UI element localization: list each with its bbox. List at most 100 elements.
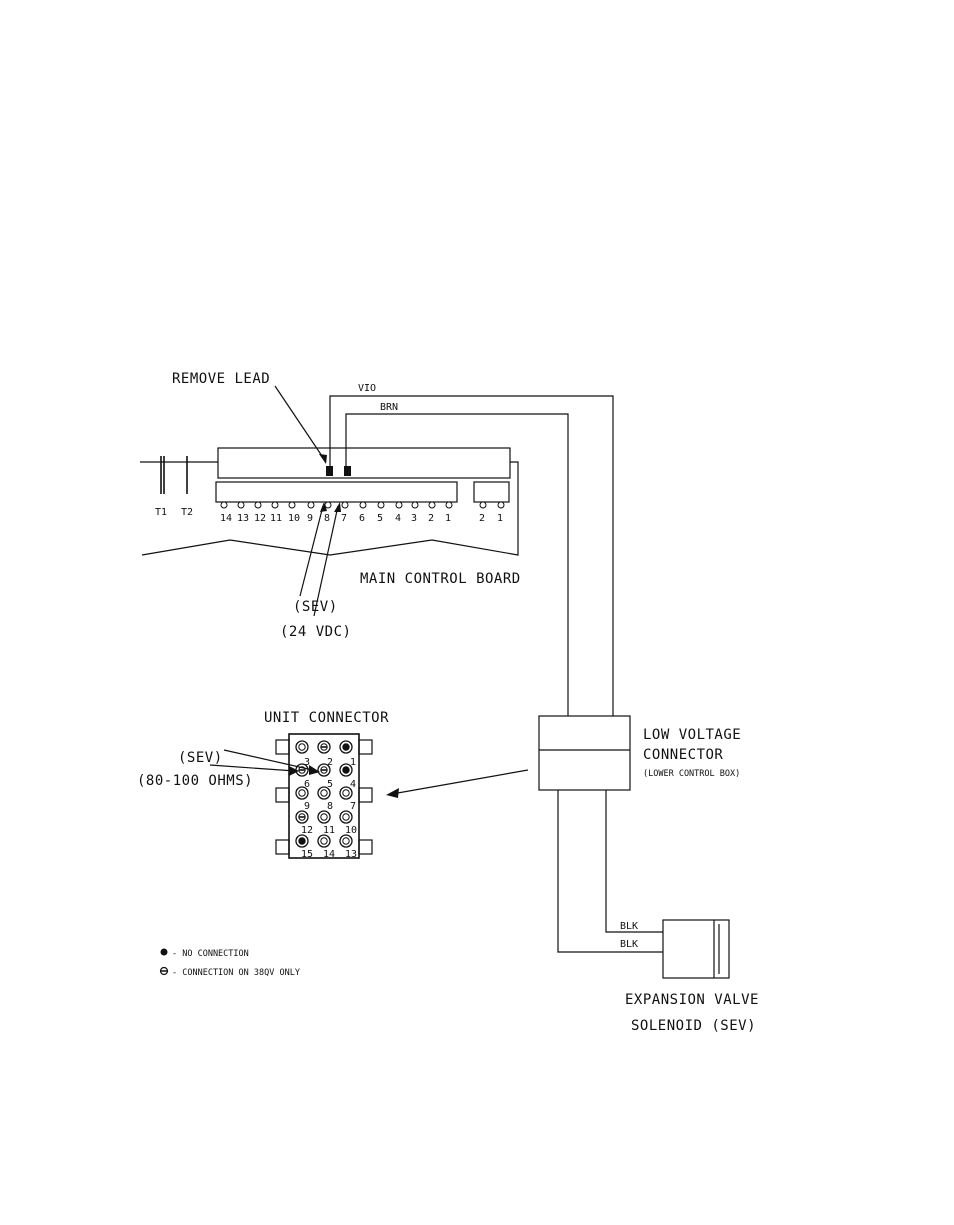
connector-arrow: [392, 770, 528, 794]
connector-pin-center: [299, 744, 305, 750]
vio-label: VIO: [358, 383, 376, 394]
connector-pin-center: [343, 790, 349, 796]
connector-pin-center: [343, 744, 349, 750]
connector-pin-center: [321, 814, 327, 820]
low-voltage-connector: LOW VOLTAGE CONNECTOR (LOWER CONTROL BOX…: [539, 716, 741, 790]
blk-label-2: BLK: [620, 939, 638, 950]
sev-top-label: (SEV): [293, 599, 338, 615]
terminal-11: 11: [270, 513, 282, 524]
t1-label: T1: [155, 507, 167, 518]
pin-15: 15: [301, 849, 313, 860]
connector-pin-center: [321, 790, 327, 796]
low-voltage-label-3: (LOWER CONTROL BOX): [643, 769, 740, 779]
terminal-numbers: 14 13 12 11 10 9 8 7 6 5 4 3 2 1 2 1: [220, 513, 503, 524]
connector-pin-center: [321, 838, 327, 844]
sev-ohms-callouts: (SEV) (80-100 OHMS): [137, 750, 320, 789]
terminal-12: 12: [254, 513, 266, 524]
connector-pin-center: [343, 838, 349, 844]
blk-label-1: BLK: [620, 921, 638, 932]
wires-upper: VIO BRN: [330, 383, 613, 716]
legend-no-connection-icon: [161, 949, 168, 956]
terminal-dot: [412, 502, 418, 508]
terminal-9: 9: [307, 513, 313, 524]
wires-lower: BLK BLK: [558, 790, 663, 952]
expansion-label-2: SOLENOID (SEV): [631, 1018, 756, 1034]
unit-connector-label: UNIT CONNECTOR: [264, 710, 389, 726]
pin-11: 11: [323, 825, 335, 836]
terminal-14: 14: [220, 513, 232, 524]
brn-label: BRN: [380, 402, 398, 413]
remove-lead-terminal-left: [326, 466, 333, 476]
terminal-dot: [342, 502, 348, 508]
pin-7: 7: [350, 801, 356, 812]
terminal-dot: [289, 502, 295, 508]
terminal-4: 4: [395, 513, 401, 524]
relay-strip: [218, 448, 510, 478]
pin-4: 4: [350, 779, 356, 790]
terminal-strip: [216, 482, 457, 502]
pin-2: 2: [327, 757, 333, 768]
expansion-label-1: EXPANSION VALVE: [625, 992, 759, 1008]
terminal-dot: [396, 502, 402, 508]
pin-8: 8: [327, 801, 333, 812]
terminal-3: 3: [411, 513, 417, 524]
terminal-2: 2: [428, 513, 434, 524]
pin-10: 10: [345, 825, 357, 836]
pin-6: 6: [304, 779, 310, 790]
terminal-dot: [238, 502, 244, 508]
low-voltage-label-2: CONNECTOR: [643, 747, 723, 763]
terminal-dots: [221, 502, 504, 508]
terminal-dot: [360, 502, 366, 508]
terminal-5: 5: [377, 513, 383, 524]
legend-no-connection: - NO CONNECTION: [172, 949, 249, 959]
terminal-dot: [255, 502, 261, 508]
terminal-8: 8: [324, 513, 330, 524]
pin-1: 1: [350, 757, 356, 768]
blk-wire-1: [606, 790, 663, 932]
brn-wire: [346, 414, 568, 716]
terminal-dot: [308, 502, 314, 508]
terminal-dot: [480, 502, 486, 508]
low-voltage-label-1: LOW VOLTAGE: [643, 727, 741, 743]
remove-lead-label: REMOVE LEAD: [172, 371, 270, 387]
terminal-6: 6: [359, 513, 365, 524]
pin-5: 5: [327, 779, 333, 790]
terminal-1: 1: [445, 513, 451, 524]
pin-14: 14: [323, 849, 335, 860]
terminal-dot: [498, 502, 504, 508]
remove-lead-terminal-right: [344, 466, 351, 476]
vio-wire: [330, 396, 613, 716]
terminal-dot: [272, 502, 278, 508]
legend: - NO CONNECTION - CONNECTION ON 38QV ONL…: [161, 949, 300, 979]
remove-lead-arrow: [275, 386, 326, 462]
terminal-dot: [378, 502, 384, 508]
main-control-board: 14 13 12 11 10 9 8 7 6 5 4 3 2 1 2 1 T1 …: [140, 448, 521, 587]
terminal-dot: [429, 502, 435, 508]
expansion-valve-solenoid: EXPANSION VALVE SOLENOID (SEV): [625, 920, 759, 1034]
pin-12: 12: [301, 825, 313, 836]
terminal-small-2: 2: [479, 513, 485, 524]
main-control-board-label: MAIN CONTROL BOARD: [360, 571, 521, 587]
terminal-dot: [446, 502, 452, 508]
t2-label: T2: [181, 507, 193, 518]
blk-wire-2: [558, 790, 663, 952]
terminal-10: 10: [288, 513, 300, 524]
terminal-7: 7: [341, 513, 347, 524]
vdc-label: (24 VDC): [280, 624, 351, 640]
legend-38qv: - CONNECTION ON 38QV ONLY: [172, 968, 300, 978]
unit-connector: UNIT CONNECTOR 3 2 1 6 5 4 9 8 7 12 11 1…: [264, 710, 389, 860]
terminal-strip-small: [474, 482, 509, 502]
pin-13: 13: [345, 849, 357, 860]
pin-9: 9: [304, 801, 310, 812]
terminal-13: 13: [237, 513, 249, 524]
terminal-dot: [221, 502, 227, 508]
connector-pin-center: [299, 790, 305, 796]
terminal-small-1: 1: [497, 513, 503, 524]
connector-pin-center: [343, 767, 349, 773]
connector-pin-center: [299, 838, 305, 844]
terminal-dot: [325, 502, 331, 508]
connector-pin-center: [343, 814, 349, 820]
sev-left-label: (SEV): [178, 750, 223, 766]
ohms-label: (80-100 OHMS): [137, 773, 253, 789]
